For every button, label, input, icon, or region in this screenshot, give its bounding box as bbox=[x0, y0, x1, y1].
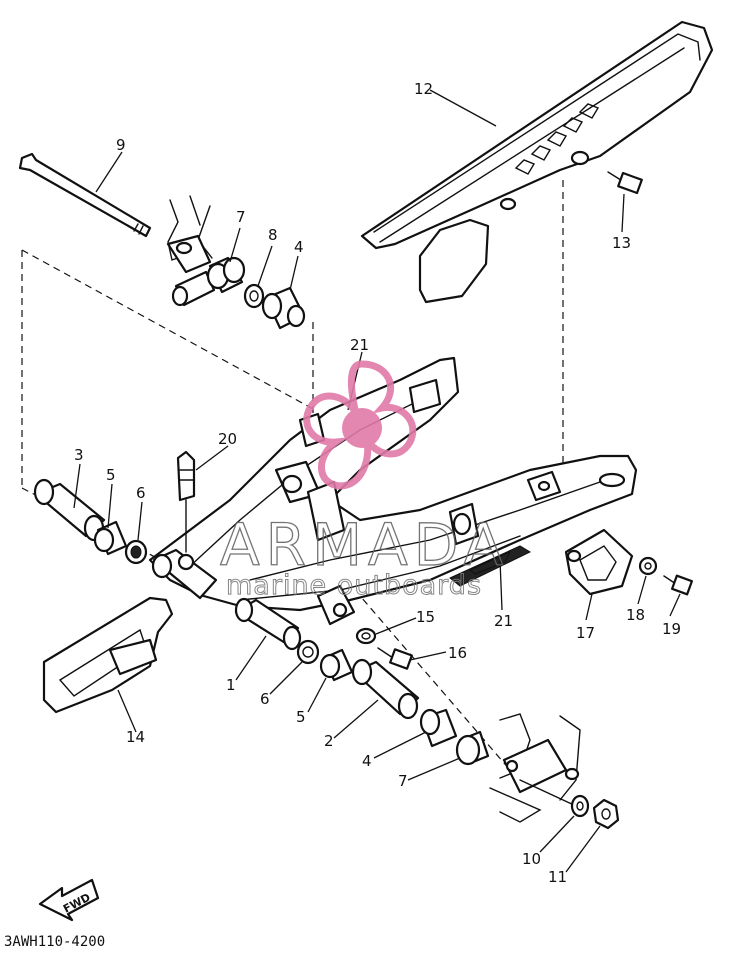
callout-11: 11 bbox=[548, 868, 567, 886]
chain-puller-plate bbox=[564, 528, 634, 596]
forward-arrow: FWD bbox=[38, 878, 100, 922]
leader-lines bbox=[73, 89, 681, 873]
watermark: ARMADA marine outboards bbox=[219, 360, 509, 602]
callout-4-upper: 4 bbox=[294, 238, 304, 256]
callout-6-left: 6 bbox=[136, 484, 146, 502]
frame-bracket-upper bbox=[166, 195, 216, 307]
watermark-tagline: marine outboards bbox=[226, 570, 482, 601]
callout-15: 15 bbox=[416, 608, 435, 626]
collar-upper bbox=[206, 256, 246, 294]
callout-21-lower: 21 bbox=[494, 612, 513, 630]
callout-21-upper: 21 bbox=[350, 336, 369, 354]
callout-5-left: 5 bbox=[106, 466, 116, 484]
callout-16: 16 bbox=[448, 644, 467, 662]
washer-18 bbox=[638, 556, 658, 576]
callout-19: 19 bbox=[662, 620, 681, 638]
callout-13: 13 bbox=[612, 234, 631, 252]
chain-case-bolt bbox=[607, 171, 643, 195]
pivot-shaft bbox=[18, 152, 152, 238]
callout-7-upper: 7 bbox=[236, 208, 246, 226]
callout-labels: 9 7 8 4 12 13 21 20 3 5 6 21 17 18 19 15… bbox=[74, 80, 681, 886]
pivot-left-assembly bbox=[151, 548, 218, 600]
brand-logo-icon bbox=[303, 360, 417, 490]
grease-nipple bbox=[176, 450, 196, 553]
diagram-code: 3AWH110-4200 bbox=[4, 934, 105, 950]
watermark-brand: ARMADA bbox=[220, 511, 509, 579]
bushing-lower bbox=[419, 708, 458, 748]
callout-9: 9 bbox=[116, 136, 126, 154]
chain-guide bbox=[42, 596, 174, 714]
washer-10 bbox=[570, 794, 590, 818]
callout-10: 10 bbox=[522, 850, 541, 868]
callout-7-lower: 7 bbox=[398, 772, 408, 790]
nut-11 bbox=[592, 798, 620, 830]
bolt-16 bbox=[377, 647, 413, 670]
seal-left bbox=[124, 539, 148, 565]
bolt-19 bbox=[663, 574, 694, 596]
callout-3: 3 bbox=[74, 446, 84, 464]
callout-2: 2 bbox=[324, 732, 334, 750]
callout-1: 1 bbox=[226, 676, 236, 694]
collar-long-right bbox=[351, 658, 420, 720]
bushing-upper bbox=[261, 286, 306, 330]
callout-6-right: 6 bbox=[260, 690, 270, 708]
callout-8: 8 bbox=[268, 226, 278, 244]
callout-20: 20 bbox=[218, 430, 237, 448]
swingarm-body bbox=[148, 356, 638, 612]
bushing-left bbox=[93, 520, 128, 556]
frame-bracket-lower bbox=[489, 713, 581, 823]
seal-right bbox=[296, 639, 320, 665]
callout-12: 12 bbox=[414, 80, 433, 98]
callout-18: 18 bbox=[626, 606, 645, 624]
bushing-right bbox=[319, 648, 354, 682]
washer bbox=[355, 627, 377, 645]
callout-4-lower: 4 bbox=[362, 752, 372, 770]
collar-lower bbox=[455, 730, 490, 766]
callout-17: 17 bbox=[576, 624, 595, 642]
pivot-tube bbox=[234, 584, 356, 651]
callout-14: 14 bbox=[126, 728, 145, 746]
collar-long-left bbox=[33, 478, 106, 542]
callout-5-right: 5 bbox=[296, 708, 306, 726]
chain-case bbox=[360, 20, 714, 304]
oil-seal-upper bbox=[243, 283, 265, 309]
